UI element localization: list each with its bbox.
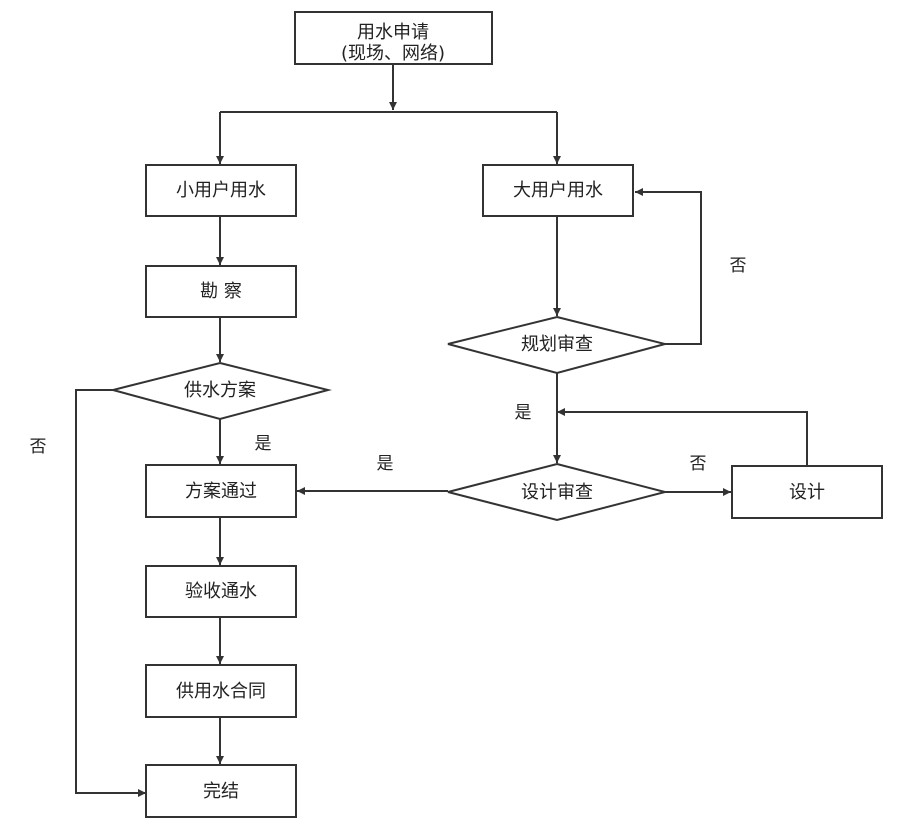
node-small-user [145, 164, 297, 217]
node-survey [145, 265, 297, 318]
node-finish-label: 完结 [203, 781, 239, 802]
node-supply-plan-label: 供水方案 [184, 380, 256, 401]
node-apply [294, 11, 493, 65]
node-plan-review-label: 规划审查 [521, 334, 593, 355]
node-finish [145, 764, 297, 818]
node-plan-pass [145, 464, 297, 518]
node-survey-label: 勘 察 [200, 281, 242, 302]
edge-supply-plan-no [75, 389, 146, 797]
node-accept-label: 验收通水 [185, 581, 257, 602]
node-plan-review [447, 315, 669, 375]
edge-label-plan-review-no: 否 [730, 256, 747, 276]
node-accept [145, 565, 297, 618]
node-design-review [447, 462, 669, 522]
node-big-user [482, 164, 634, 217]
node-apply-line1: 用水申请 [357, 22, 429, 43]
node-design [731, 465, 883, 519]
node-big-user-label: 大用户用水 [513, 180, 603, 201]
node-apply-line2: (现场、网络) [341, 43, 445, 64]
edge-split-to-small [220, 111, 557, 164]
node-plan-pass-label: 方案通过 [185, 481, 257, 502]
node-design-review-label: 设计审查 [521, 482, 593, 503]
edge-label-plan-review-yes: 是 [515, 403, 532, 423]
edge-label-design-review-no: 否 [690, 454, 707, 474]
node-supply-plan [109, 361, 332, 421]
node-contract-label: 供用水合同 [176, 681, 266, 702]
node-small-user-label: 小用户用水 [176, 180, 266, 201]
edge-label-supply-plan-no: 否 [30, 437, 47, 457]
edge-design-loop [557, 408, 808, 465]
edge-label-supply-plan-yes: 是 [255, 434, 272, 454]
edge-label-design-review-yes: 是 [377, 454, 394, 474]
node-contract [145, 664, 297, 718]
node-design-label: 设计 [789, 482, 825, 503]
edge-plan-review-no [635, 188, 702, 345]
